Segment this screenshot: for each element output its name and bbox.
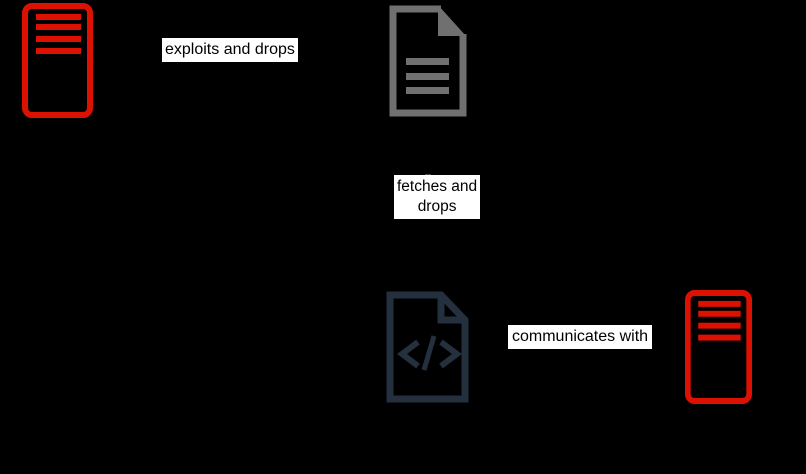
code-file-node [385, 290, 470, 404]
c2-server-node [685, 290, 752, 404]
code-file-icon [386, 291, 469, 403]
document-file-node [387, 3, 469, 119]
document-icon [389, 5, 467, 117]
server-icon [685, 290, 752, 404]
edge-label-fetches: fetches and drops [394, 175, 481, 219]
edge-label-communicates: communicates with [508, 325, 653, 349]
edge-label-exploits: exploits and drops [162, 38, 298, 62]
attacker-server-node [22, 3, 93, 118]
server-icon [22, 3, 93, 118]
